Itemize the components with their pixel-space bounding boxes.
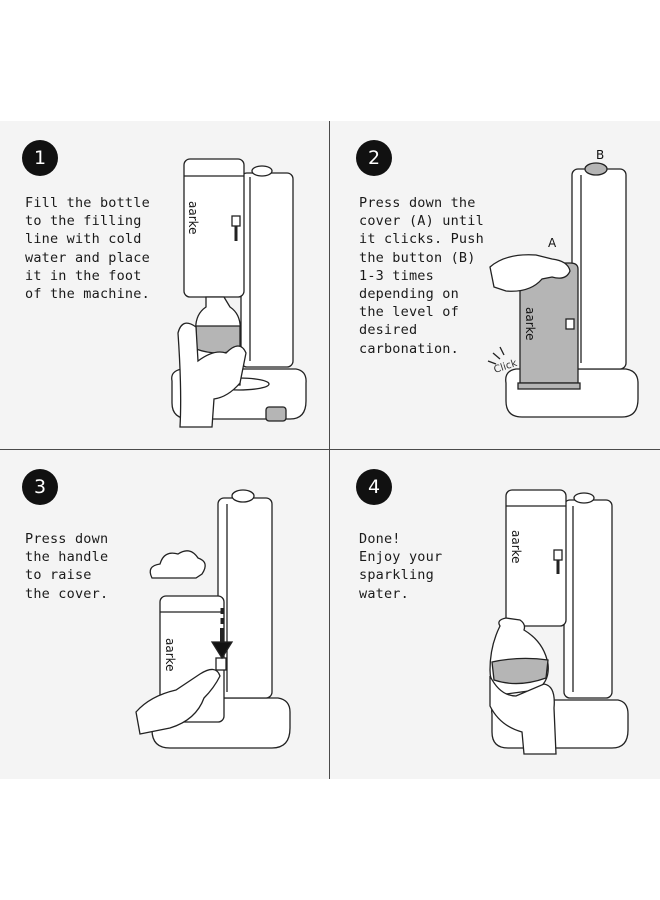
- label-b: B: [596, 148, 604, 162]
- step-3-panel: 3 Press down the handle to raise the cov…: [0, 450, 329, 778]
- step-4-number-badge: 4: [356, 469, 392, 505]
- step-1-panel: 1 Fill the bottle to the filling line wi…: [0, 121, 329, 449]
- brand-label: aarke: [186, 201, 200, 235]
- divider-vertical: [329, 121, 330, 779]
- step-2-number-badge: 2: [356, 140, 392, 176]
- divider-horizontal: [0, 449, 660, 450]
- step-2-panel: 2 Press down the cover (A) until it clic…: [330, 121, 659, 449]
- step-1-number-badge: 1: [22, 140, 58, 176]
- instruction-grid: 1 Fill the bottle to the filling line wi…: [0, 121, 660, 779]
- step-3-illustration: aarke: [135, 489, 291, 749]
- step-1-instructions: Fill the bottle to the filling line with…: [25, 195, 150, 303]
- brand-label: aarke: [509, 530, 523, 564]
- step-2-instructions: Press down the cover (A) until it clicks…: [359, 195, 484, 357]
- brand-label: aarke: [523, 307, 537, 341]
- step-4-illustration: aarke: [489, 489, 629, 755]
- step-3-number-badge: 3: [22, 469, 58, 505]
- brand-label: aarke: [163, 638, 177, 672]
- step-3-instructions: Press down the handle to raise the cover…: [25, 531, 109, 602]
- step-4-panel: 4 Done! Enjoy your sparkling water. aark…: [330, 450, 659, 778]
- step-2-illustration: B A Click aarke: [487, 148, 639, 418]
- step-4-instructions: Done! Enjoy your sparkling water.: [359, 531, 443, 602]
- label-a: A: [548, 236, 557, 250]
- step-1-illustration: aarke: [171, 158, 307, 428]
